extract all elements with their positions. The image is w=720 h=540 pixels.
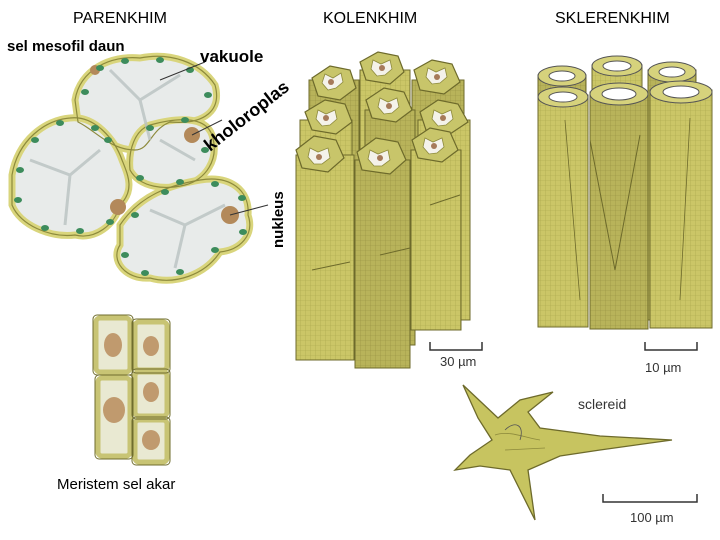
collenchyma-bundle	[296, 52, 470, 368]
sclerenchyma-fibers	[538, 56, 712, 329]
kolenkhim-scale-label: 30 µm	[440, 354, 476, 369]
title-parenkhim: PARENKHIM	[73, 10, 167, 28]
sclereid-label: sclereid	[578, 396, 626, 412]
sclereid-scale-label: 100 µm	[630, 510, 674, 525]
title-sklerenkhim: SKLERENKHIM	[555, 10, 670, 28]
meristem-cells	[93, 315, 170, 465]
meristem-sel-akar-label: Meristem sel akar	[57, 476, 175, 493]
sclereid-shape	[455, 385, 672, 520]
sclereid-scale-bar	[603, 494, 697, 502]
kolenkhim-scale-bar	[430, 342, 482, 350]
title-kolenkhim: KOLENKHIM	[323, 10, 417, 28]
sklerenkhim-scale-label: 10 µm	[645, 360, 681, 375]
mesophyll-cells	[12, 56, 268, 280]
vakuole-label: vakuole	[200, 47, 263, 67]
sel-mesofil-daun-label: sel mesofil daun	[7, 38, 125, 55]
nukleus-label: nukleus	[270, 191, 287, 248]
sklerenkhim-scale-bar	[645, 342, 697, 350]
